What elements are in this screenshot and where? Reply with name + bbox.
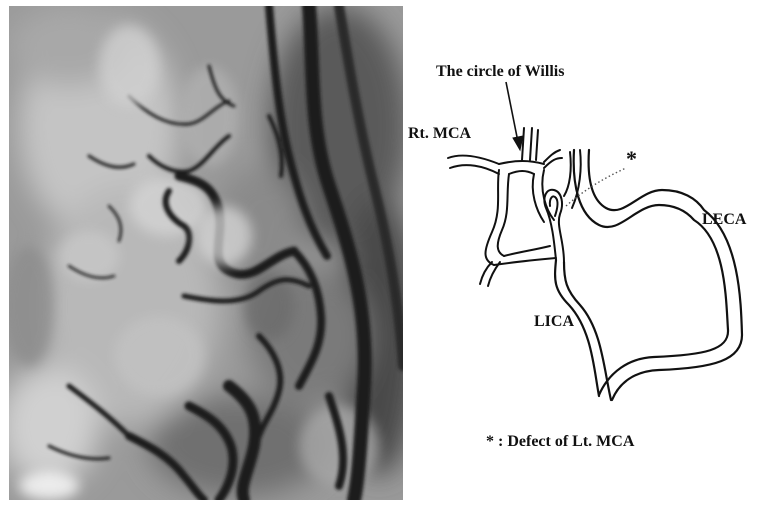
- willis-bottom: [504, 246, 550, 256]
- label-asterisk: *: [626, 146, 637, 171]
- lica-inner-wall: [564, 262, 611, 400]
- label-legend: * : Defect of Lt. MCA: [486, 433, 635, 450]
- label-circle-of-willis: The circle of Willis: [436, 63, 564, 80]
- willis-pointer-arrow: [506, 82, 523, 150]
- leca-inner-wall: [589, 150, 742, 400]
- willis-right-wall: [542, 170, 554, 220]
- aca-right: [536, 130, 538, 160]
- angiogram-image: [9, 6, 403, 500]
- rt-mca-lower: [450, 165, 499, 174]
- leca-outer-wall: [574, 150, 728, 395]
- willis-left-wall-inner: [498, 174, 509, 256]
- aca-left: [522, 128, 524, 160]
- vessel-schematic: The circle of Willis Rt. MCA * LECA LICA…: [404, 0, 761, 504]
- willis-bottom-outer: [494, 258, 556, 265]
- label-lica: LICA: [534, 313, 574, 330]
- label-leca: LECA: [702, 211, 747, 228]
- ica-loop: [544, 190, 564, 262]
- aca-left-b: [530, 128, 532, 160]
- willis-top: [509, 171, 534, 174]
- willis-top-outer: [499, 161, 544, 164]
- rt-mca-upper: [448, 156, 499, 164]
- angiogram-picture: [9, 6, 403, 500]
- label-rt-mca: Rt. MCA: [408, 125, 472, 142]
- ica-loop-inner: [550, 196, 558, 216]
- defect-stub-a: [564, 152, 571, 196]
- schematic-svg: The circle of Willis Rt. MCA * LECA LICA…: [404, 0, 761, 504]
- willis-left-wall: [486, 170, 500, 265]
